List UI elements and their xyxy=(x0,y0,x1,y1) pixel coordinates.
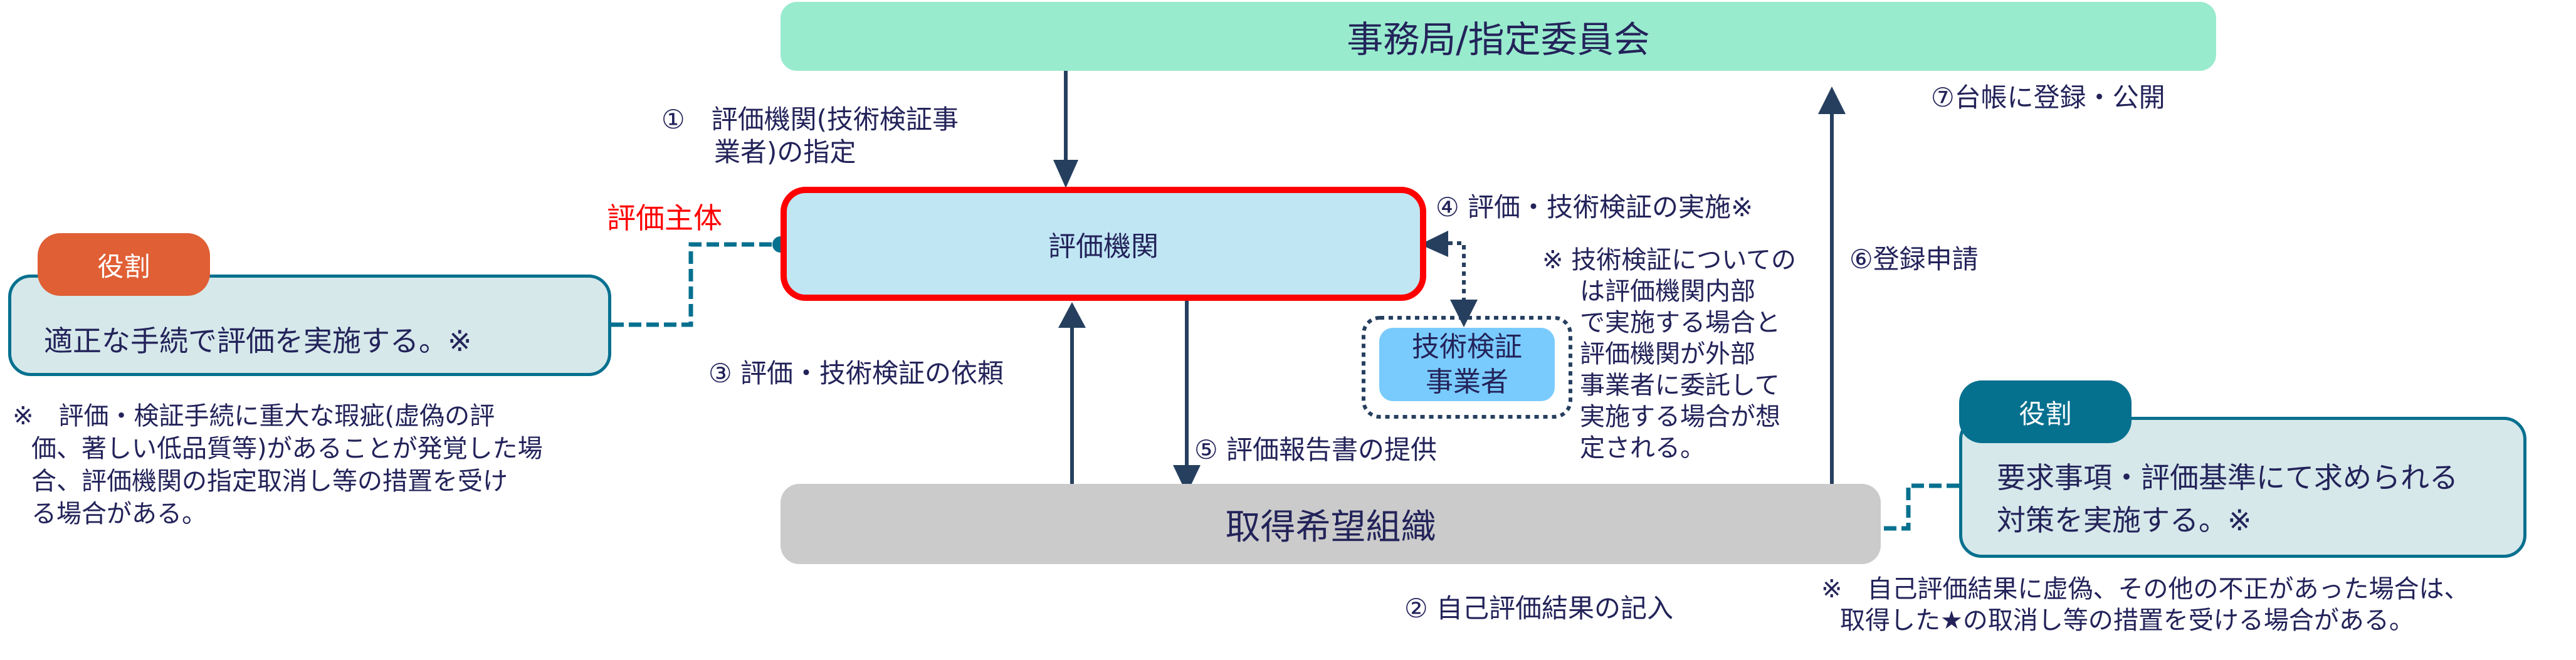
secretariat-box: 事務局/指定委員会 xyxy=(781,2,2216,71)
left-note-line: 価、著しい低品質等)があることが発覚した場 xyxy=(31,434,543,463)
tech-vendor-label-line2: 事業者 xyxy=(1426,365,1508,398)
step4-label: ④ 評価・技術検証の実施※ xyxy=(1436,192,1753,223)
right-role-text-line2: 対策を実施する。※ xyxy=(1997,503,2252,537)
left-role-badge-label: 役割 xyxy=(97,251,150,282)
left-note-line: 合、評価機関の指定取消し等の措置を受け xyxy=(31,467,508,496)
left-note: ※ 評価・検証手続に重大な瑕疵(虚偽の評 価、著しい低品質等)があることが発覚し… xyxy=(13,400,652,530)
right-role-text-line1: 要求事項・評価基準にて求められる xyxy=(1997,461,2458,495)
right-note-line: 取得した★の取消し等の措置を受ける場合がある。 xyxy=(1840,606,2414,635)
right-role-text: 要求事項・評価基準にて求められる 対策を実施する。※ xyxy=(1997,456,2458,542)
left-note-line: ※ 評価・検証手続に重大な瑕疵(虚偽の評 xyxy=(13,402,495,431)
tech-vendor-outline xyxy=(1362,316,1572,419)
applicant-box: 取得希望組織 xyxy=(781,484,1881,564)
tech-note-line: は評価機関内部 xyxy=(1580,277,1755,306)
step7-label: ⑦台帳に登録・公開 xyxy=(1931,82,2165,113)
step1-line1: ① 評価機関(技術検証事 xyxy=(661,104,959,135)
arrow-step6 xyxy=(1818,86,1846,484)
step2-label: ② 自己評価結果の記入 xyxy=(1404,593,1674,624)
step1-label: ① 評価機関(技術検証事 業者)の指定 xyxy=(661,103,959,169)
arrow-step3 xyxy=(1058,302,1086,492)
left-note-line: る場合がある。 xyxy=(31,500,207,528)
tech-note-line: 実施する場合が想 xyxy=(1580,402,1780,431)
right-role-badge-label: 役割 xyxy=(2019,398,2072,429)
tech-note-line: 評価機関が外部 xyxy=(1580,340,1755,369)
left-role-badge: 役割 xyxy=(38,233,210,296)
arrow-step5 xyxy=(1173,301,1201,494)
arrow-step4 xyxy=(1420,231,1478,327)
step5-label: ⑤ 評価報告書の提供 xyxy=(1194,434,1438,465)
evaluation-body-label: 評価機関 xyxy=(1048,231,1159,263)
applicant-label: 取得希望組織 xyxy=(1225,506,1436,548)
left-role-text: 適正な手続で評価を実施する。※ xyxy=(44,324,472,358)
tech-note-line: 定される。 xyxy=(1580,434,1705,463)
left-role-connector xyxy=(611,236,789,327)
evaluation-body-box: 評価機関 xyxy=(781,187,1426,301)
evaluation-subject-label: 評価主体 xyxy=(607,201,722,235)
tech-note-line: ※ 技術検証についての xyxy=(1542,246,1797,275)
right-note-line: ※ 自己評価結果に虚偽、その他の不正があった場合は、 xyxy=(1821,575,2469,604)
tech-note-line: 事業者に委託して xyxy=(1580,371,1780,400)
step1-line2: 業者)の指定 xyxy=(661,137,856,167)
right-role-badge: 役割 xyxy=(1959,380,2132,443)
step6-label: ⑥登録申請 xyxy=(1849,244,1979,275)
tech-vendor-box: 技術検証 事業者 xyxy=(1379,328,1555,401)
tech-verification-note: ※ 技術検証についての は評価機関内部 で実施する場合と 評価機関が外部 事業者… xyxy=(1542,244,1806,464)
secretariat-label: 事務局/指定委員会 xyxy=(1347,18,1650,61)
tech-vendor-label-line1: 技術検証 xyxy=(1412,330,1522,363)
tech-note-line: で実施する場合と xyxy=(1580,308,1780,337)
right-note: ※ 自己評価結果に虚偽、その他の不正があった場合は、 取得した★の取消し等の措置… xyxy=(1821,574,2469,636)
arrow-step1 xyxy=(1053,71,1078,188)
step3-label: ③ 評価・技術検証の依頼 xyxy=(708,358,1004,389)
